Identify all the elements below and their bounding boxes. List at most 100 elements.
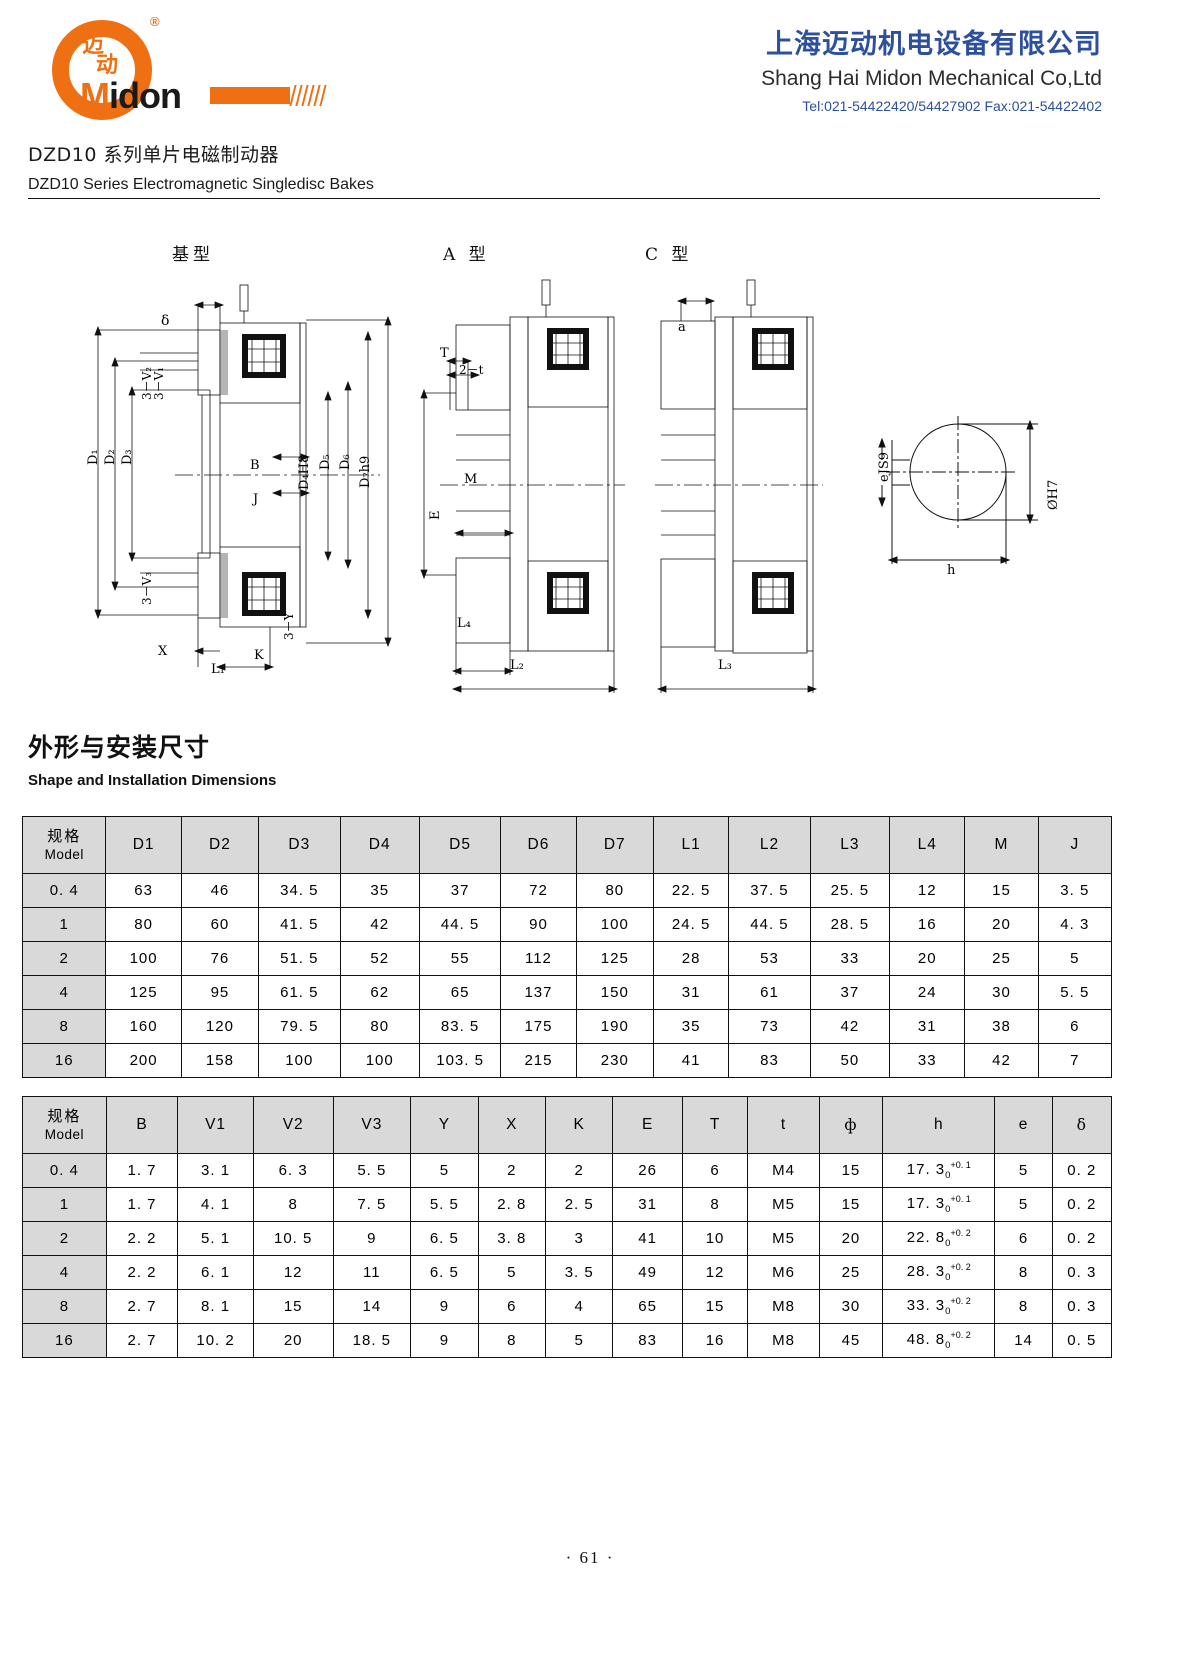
logo-bar-decoration <box>210 87 290 104</box>
product-title-block: DZD10 系列单片电磁制动器 DZD10 Series Electromagn… <box>28 140 1128 199</box>
company-info: 上海迈动机电设备有限公司 Shang Hai Midon Mechanical … <box>761 22 1102 114</box>
drawing-caption-base: 基型 <box>172 245 214 265</box>
section-heading: 外形与安装尺寸 Shape and Installation Dimension… <box>28 728 276 789</box>
cell-ф: 20 <box>818 1221 884 1256</box>
column-header: t <box>747 1096 820 1154</box>
cell-d7: 150 <box>575 975 654 1010</box>
column-header: D6 <box>500 816 577 874</box>
column-header-model-en: Model <box>44 1126 85 1142</box>
cell-e: 5 <box>994 1153 1053 1188</box>
cell-d1: 80 <box>105 907 182 942</box>
cell-l2: 83 <box>728 1043 811 1078</box>
column-header: L1 <box>652 816 730 874</box>
column-header-model-cn: 规格 <box>47 826 82 845</box>
cell-l4: 33 <box>889 1043 966 1078</box>
label-d5: D₅ <box>318 454 333 470</box>
drawing-type-c <box>655 275 825 695</box>
cell-d2: 95 <box>180 975 260 1010</box>
cell-d7: 80 <box>575 873 654 908</box>
cell-d3: 100 <box>258 1043 341 1078</box>
cell-y: 9 <box>410 1289 479 1324</box>
label-l2: L₂ <box>510 658 524 673</box>
cell-y: 6. 5 <box>410 1221 479 1256</box>
logo-chinese-mark-bottom: 动 <box>96 53 118 79</box>
cell-x: 6 <box>477 1289 547 1324</box>
cell-h: 48. 80+0. 2 <box>882 1323 996 1358</box>
cell-k: 2. 5 <box>544 1187 614 1222</box>
column-header: D1 <box>105 816 182 874</box>
cell-y: 5. 5 <box>410 1187 479 1222</box>
cell-e: 41 <box>612 1221 683 1256</box>
cell-d5: 44. 5 <box>418 907 502 942</box>
column-header-model-en: Model <box>44 846 84 862</box>
cell-model: 8 <box>21 1009 107 1044</box>
cell-v1: 10. 2 <box>177 1323 254 1358</box>
cell-d2: 120 <box>180 1009 260 1044</box>
cell-v3: 7. 5 <box>332 1187 412 1222</box>
column-header: ф <box>818 1096 884 1154</box>
cell-d3: 79. 5 <box>258 1009 341 1044</box>
cell-d4: 62 <box>339 975 420 1010</box>
cell-e: 83 <box>612 1323 683 1358</box>
column-header: D4 <box>339 816 420 874</box>
column-header: e <box>994 1096 1053 1154</box>
cell-model: 16 <box>21 1043 107 1078</box>
cell-e: 26 <box>612 1153 683 1188</box>
cell-m: 20 <box>964 907 1039 942</box>
label-bore-h7: ØH7 <box>1046 479 1061 510</box>
company-contact: Tel:021-54422420/54427902 Fax:021-544224… <box>802 98 1102 114</box>
cell-e: 14 <box>994 1323 1053 1358</box>
drawing-base-type <box>80 275 410 695</box>
column-header: V2 <box>252 1096 334 1154</box>
cell-model: 1 <box>22 1187 107 1222</box>
cell-δ: 0. 2 <box>1051 1221 1113 1256</box>
cell-k: 2 <box>544 1153 614 1188</box>
cell-d7: 230 <box>575 1043 654 1078</box>
label-a: a <box>678 320 686 335</box>
cell-j: 4. 3 <box>1037 907 1113 942</box>
label-d6: D₆ <box>338 454 353 470</box>
cell-t: M8 <box>747 1323 820 1358</box>
cell-b: 1. 7 <box>105 1187 179 1222</box>
cell-ф: 25 <box>818 1255 884 1290</box>
logo-wordmark-rest: idon <box>109 75 182 116</box>
column-header: L3 <box>809 816 891 874</box>
cell-model: 4 <box>21 975 107 1010</box>
cell-t: 16 <box>681 1323 749 1358</box>
column-header: h <box>882 1096 996 1154</box>
cell-t: M4 <box>747 1153 820 1188</box>
cell-x: 3. 8 <box>477 1221 547 1256</box>
cell-v2: 12 <box>252 1255 334 1290</box>
cell-k: 3 <box>544 1221 614 1256</box>
cell-b: 2. 2 <box>105 1255 179 1290</box>
section-heading-en: Shape and Installation Dimensions <box>28 772 277 789</box>
cell-ф: 30 <box>818 1289 884 1324</box>
cell-model: 0. 4 <box>21 873 107 908</box>
cell-d2: 60 <box>180 907 260 942</box>
cell-m: 30 <box>964 975 1039 1010</box>
cell-d6: 112 <box>500 941 577 976</box>
cell-v3: 11 <box>332 1255 412 1290</box>
cell-model: 16 <box>22 1323 107 1358</box>
company-name-cn: 上海迈动机电设备有限公司 <box>766 29 1102 60</box>
cell-d3: 51. 5 <box>258 941 341 976</box>
column-header-model-cn: 规格 <box>47 1106 82 1125</box>
column-header: L4 <box>889 816 966 874</box>
column-header: D7 <box>575 816 654 874</box>
cell-model: 0. 4 <box>22 1153 107 1188</box>
drawing-type-a <box>410 275 640 695</box>
cell-δ: 0. 3 <box>1051 1289 1113 1324</box>
cell-b: 1. 7 <box>105 1153 179 1188</box>
cell-h: 22. 80+0. 2 <box>882 1221 996 1256</box>
cell-v2: 15 <box>252 1289 334 1324</box>
label-d7: D₇h9 <box>358 455 373 488</box>
column-header: B <box>105 1096 179 1154</box>
company-logo: ® 迈 动 Midon <box>42 12 372 122</box>
cell-l2: 37. 5 <box>728 873 811 908</box>
